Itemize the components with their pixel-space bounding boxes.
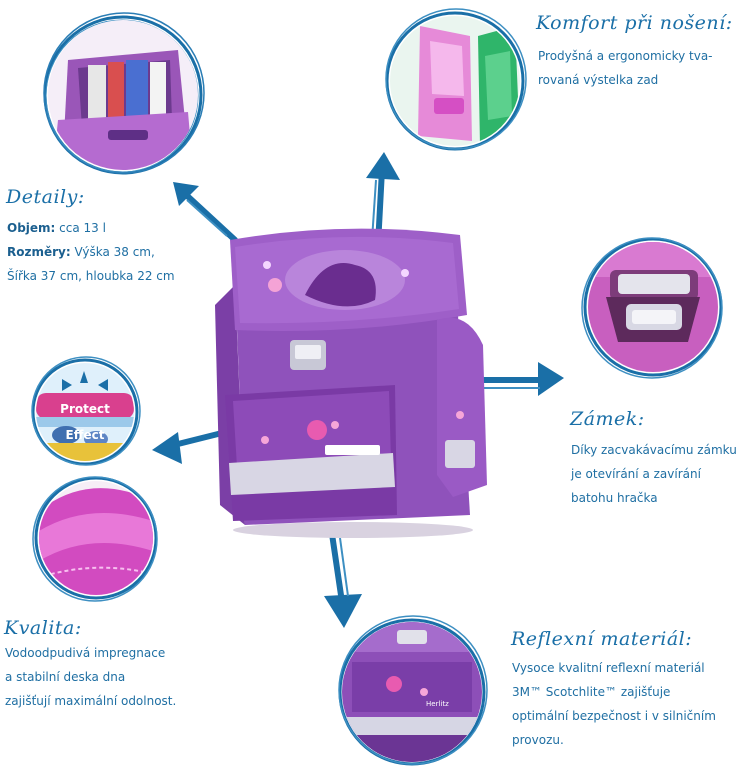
komfort-text: Prodyšná a ergonomicky tva- rovaná výste… — [538, 44, 713, 92]
circle-scribble-icon — [581, 237, 723, 379]
reflective-image — [342, 622, 482, 762]
backpack-image — [215, 228, 487, 538]
komfort-text-line: rovaná výstelka zad — [538, 73, 659, 87]
arrow-left-icon — [152, 429, 229, 464]
circle-scribble-icon — [385, 8, 527, 151]
kvalita-text-line: Vodoodpudivá impregnace — [5, 646, 166, 660]
zamek-heading: Zámek: — [570, 408, 645, 430]
reflexni-text: Vysoce kvalitní reflexní materiál 3M™ Sc… — [512, 656, 716, 752]
circle-scribble-icon — [43, 12, 205, 175]
detaily-objem: Objem: cca 13 l — [7, 221, 106, 235]
komfort-heading: Komfort při nošení: — [536, 12, 733, 34]
open-bag-image — [48, 20, 198, 170]
kvalita-text: Vodoodpudivá impregnace a stabilní deska… — [5, 641, 176, 713]
back-padding-image — [390, 16, 520, 146]
circle-scribble-icon — [338, 615, 488, 766]
kvalita-heading: Kvalita: — [4, 617, 82, 639]
detaily-rozmery-line2: Šířka 37 cm, hloubka 22 cm — [7, 269, 175, 283]
arrow-right-icon — [477, 362, 564, 396]
brand-label: Herlitz — [426, 700, 449, 708]
zamek-text-line: batohu hračka — [571, 491, 658, 505]
zamek-text-line: je otevírání a zavírání — [571, 467, 701, 481]
circle-scribble-icon — [31, 356, 141, 466]
arrow-down-icon — [324, 531, 362, 628]
protect-effect-label: Protect Effect — [60, 402, 110, 442]
detaily-rozmery: Rozměry: Výška 38 cm, — [7, 245, 155, 259]
kvalita-text-line: zajišťují maximální odolnost. — [5, 694, 177, 708]
protect-effect-image — [36, 363, 134, 461]
zamek-text-line: Díky zacvakávacímu zámku — [571, 443, 737, 457]
reflexni-text-line: 3M™ Scotchlite™ zajišťuje — [512, 685, 671, 699]
bottom-quality-image — [39, 481, 153, 595]
reflexni-heading: Reflexní materiál: — [511, 628, 693, 650]
reflexni-text-line: Vysoce kvalitní reflexní materiál — [512, 661, 705, 675]
circle-scribble-icon — [32, 476, 158, 602]
detaily-text: Objem: cca 13 l Rozměry: Výška 38 cm, Ší… — [7, 216, 175, 288]
reflexni-text-line: optimální bezpečnost i v silničním — [512, 709, 716, 723]
zamek-text: Díky zacvakávacímu zámku je otevírání a … — [571, 438, 737, 510]
arrow-up-left-icon — [173, 182, 238, 243]
detaily-heading: Detaily: — [6, 186, 85, 208]
lock-image — [588, 242, 718, 372]
kvalita-text-line: a stabilní deska dna — [5, 670, 126, 684]
komfort-text-line: Prodyšná a ergonomicky tva- — [538, 49, 713, 63]
reflexni-text-line: provozu. — [512, 733, 564, 747]
